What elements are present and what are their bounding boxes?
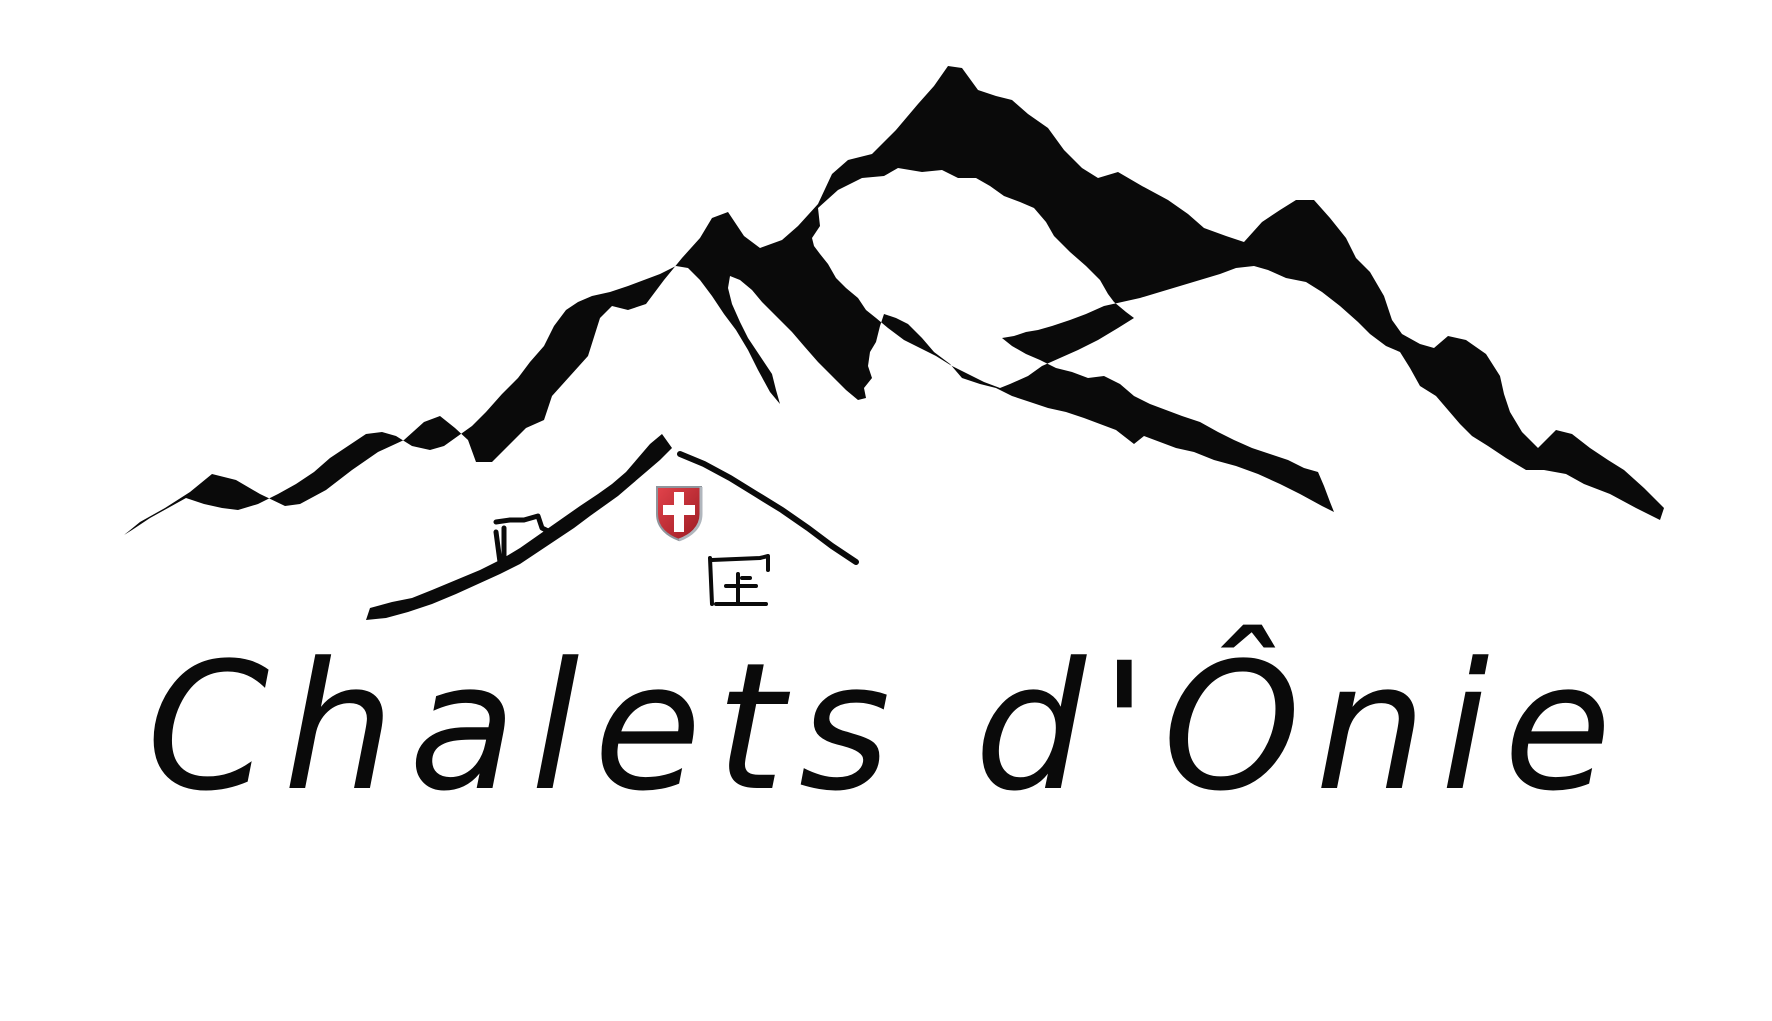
ridge-snow-line	[1139, 278, 1233, 306]
brand-title: Chalets d'Ônie	[146, 625, 1626, 830]
chalet-left	[493, 513, 553, 569]
savoy-cross-shield-icon	[656, 486, 703, 542]
chalet-right	[708, 554, 770, 606]
mountain-massif	[124, 66, 1664, 535]
foreground-slope	[677, 451, 859, 565]
foreground-hill	[366, 434, 672, 620]
